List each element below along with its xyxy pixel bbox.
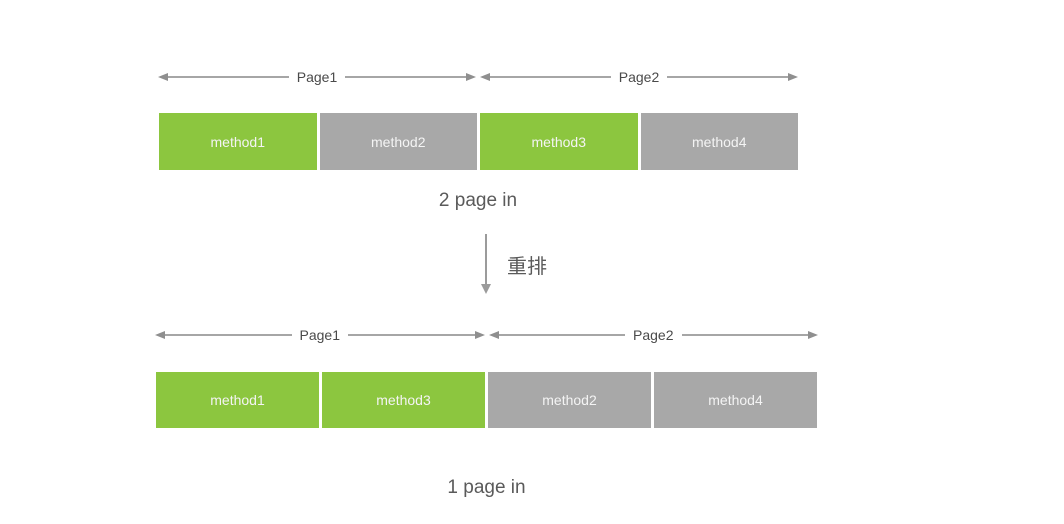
bottom-caption: 1 page in: [447, 477, 526, 498]
top-caption: 2 page in: [438, 190, 518, 211]
arrowhead-left-icon: [488, 331, 499, 339]
method-box-bottom-3: method2: [488, 372, 651, 428]
arrowhead-left-icon: [158, 73, 168, 81]
arrowhead-right-icon: [466, 73, 477, 81]
top-page1-label: Page1: [296, 69, 338, 85]
bottom-page2-span: Page2: [488, 327, 819, 343]
method-box-label: method2: [371, 133, 426, 150]
transition: 重排: [481, 234, 547, 294]
method-box-bottom-4: method4: [654, 372, 817, 428]
bottom-page1-label: Page1: [299, 327, 340, 343]
arrowhead-right-icon: [808, 331, 819, 339]
down-arrow-head: [481, 284, 491, 294]
method-box-label: method1: [210, 392, 265, 408]
measure-line: [345, 76, 467, 78]
arrowhead-right-icon: [788, 73, 799, 81]
down-arrow-shaft: [485, 234, 487, 284]
bottom-page1-span: Page1: [155, 327, 485, 343]
method-box-label: method1: [210, 133, 265, 150]
top-page-spans: Page1 Page2: [158, 69, 799, 85]
arrowhead-left-icon: [480, 73, 490, 81]
top-page2-label: Page2: [618, 69, 660, 85]
method-box-label: method2: [542, 392, 597, 408]
method-box-top-1: method1: [159, 113, 317, 170]
method-box-label: method3: [531, 133, 586, 150]
measure-line: [681, 334, 809, 336]
method-box-top-3: method3: [480, 113, 638, 170]
transition-label: 重排: [507, 255, 547, 278]
measure-line: [498, 334, 626, 336]
measure-line: [168, 76, 289, 78]
method-box-label: method3: [376, 392, 431, 408]
measure-line: [490, 76, 611, 78]
measure-line: [348, 334, 475, 336]
bottom-page-spans: Page1 Page2: [155, 327, 819, 343]
method-box-bottom-1: method1: [156, 372, 319, 428]
method-box-top-4: method4: [640, 113, 798, 170]
measure-line: [667, 76, 789, 78]
top-method-row: method1 method2 method3 method4: [159, 113, 798, 170]
method-box-label: method4: [708, 392, 763, 408]
measure-line: [165, 334, 292, 336]
down-arrow-icon: [481, 234, 491, 294]
top-page2-span: Page2: [480, 69, 799, 85]
method-box-label: method4: [692, 133, 747, 150]
bottom-method-row: method1 method3 method2 method4: [156, 372, 817, 428]
arrowhead-right-icon: [474, 331, 485, 339]
arrowhead-left-icon: [155, 331, 165, 339]
method-box-bottom-2: method3: [322, 372, 485, 428]
method-box-top-2: method2: [319, 113, 477, 170]
top-page1-span: Page1: [158, 69, 477, 85]
bottom-page2-label: Page2: [633, 327, 674, 343]
